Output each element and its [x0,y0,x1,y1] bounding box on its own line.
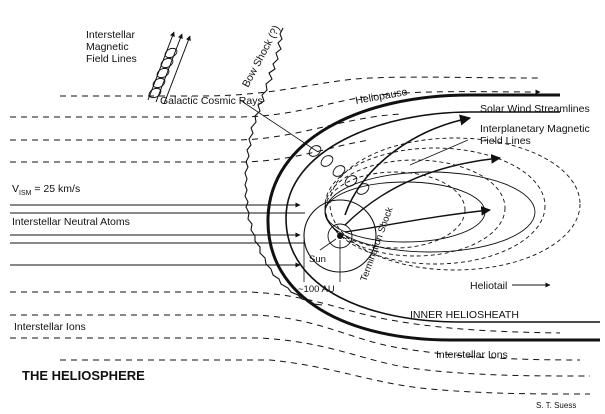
label-ipmf-line2: Field Lines [480,135,531,147]
heliopause-curve [266,93,600,342]
label-imf-line1: Interstellar [86,29,136,41]
label-heliopause: Heliopause [354,86,408,107]
figure-credit: S. T. Suess [536,401,576,410]
label-sun: Sun [309,254,326,265]
neutral-atom-arrows [10,202,305,268]
solar-wind-streamlines [344,114,501,233]
label-interstellar-ions-left: Interstellar Ions [14,321,86,333]
sun-dot [337,233,343,239]
interplanetary-field-solid-loops [324,171,536,253]
label-imf-line3: Field Lines [86,53,137,65]
label-vsm: VISM = 25 km/s [12,183,80,197]
label-heliotail: Heliotail [470,280,507,292]
label-distance: ~100 AU [298,284,335,295]
label-imf-line2: Magnetic [86,41,129,53]
figure-title: THE HELIOSPHERE [22,368,145,383]
ipmf-pointer [409,139,469,166]
bow-shock-line [244,27,323,306]
label-termination-shock: Termination Shock [358,206,395,283]
label-interstellar-neutral-atoms: Interstellar Neutral Atoms [12,216,130,228]
label-galactic-cosmic-rays: Galactic Cosmic Rays [160,95,263,107]
interstellar-flow-lines [10,76,591,395]
label-bow-shock: Bow Shock (?) [240,23,283,89]
sun-pointer [319,238,337,251]
interplanetary-field-loops [324,137,581,271]
cosmic-rays-pointer [239,99,319,153]
interstellar-magnetic-field-lines [147,31,191,105]
cosmic-ray-helix [308,145,370,195]
label-ipmf-line1: Interplanetary Magnetic [480,123,590,135]
label-inner-heliosheath: INNER HELIOSHEATH [410,309,519,321]
label-interstellar-ions-bottom: Interstellar Ions [436,349,508,361]
label-solar-wind-streamlines: Solar Wind Streamlines [480,103,590,115]
heliosheath-inner-curve [285,111,600,323]
